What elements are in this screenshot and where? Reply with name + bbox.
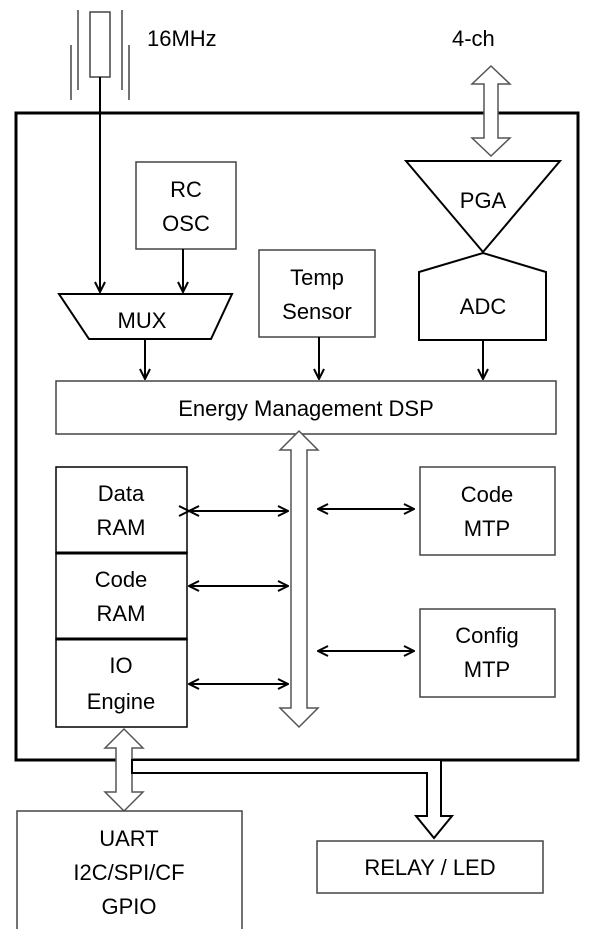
temp-sensor-label-line1: Temp [290, 265, 344, 290]
code-ram-block [55, 552, 188, 640]
temp-sensor-label-line2: Sensor [282, 299, 352, 324]
rc-osc-label-line2: OSC [162, 211, 210, 236]
io-engine-block [55, 638, 188, 728]
adc-block [418, 251, 547, 341]
adc-label: ADC [460, 294, 507, 319]
mux-block [57, 293, 234, 340]
relay-led-label: RELAY / LED [364, 855, 495, 880]
temp-sensor-block [258, 249, 376, 338]
pga-label: PGA [460, 188, 507, 213]
relay-led-arrow [131, 759, 455, 840]
crystal-frequency-label: 16MHz [147, 26, 217, 51]
config-mtp-block [419, 608, 556, 698]
code-ram-label-line2: RAM [97, 601, 146, 626]
interfaces-label-line3: GPIO [101, 894, 156, 919]
rc-osc-label-line1: RC [170, 177, 202, 202]
interfaces-block [16, 810, 243, 929]
code-ram-label-line1: Code [95, 567, 148, 592]
relay-led-block [316, 840, 544, 894]
internal-bus-arrow [278, 429, 320, 729]
io-engine-label-line1: IO [109, 653, 132, 678]
io-engine-label-line2: Engine [87, 689, 156, 714]
code-mtp-label-line1: Code [461, 482, 514, 507]
config-mtp-label-line2: MTP [464, 657, 510, 682]
interfaces-label-line2: I2C/SPI/CF [73, 860, 184, 885]
dsp-label: Energy Management DSP [178, 396, 434, 421]
memory-stack [55, 466, 188, 728]
code-mtp-label-line2: MTP [464, 516, 510, 541]
data-ram-block [55, 466, 188, 554]
dsp-block [55, 380, 557, 435]
code-mtp-block [419, 466, 556, 556]
pga-block [403, 160, 563, 254]
data-ram-label-line2: RAM [97, 515, 146, 540]
data-ram-label-line1: Data [98, 481, 145, 506]
analog-input-label: 4-ch [452, 26, 495, 51]
rc-osc-block [135, 161, 237, 250]
analog-input-arrow [470, 64, 512, 158]
mux-label: MUX [118, 308, 167, 333]
config-mtp-label-line1: Config [455, 623, 519, 648]
interfaces-label-line1: UART [99, 826, 159, 851]
